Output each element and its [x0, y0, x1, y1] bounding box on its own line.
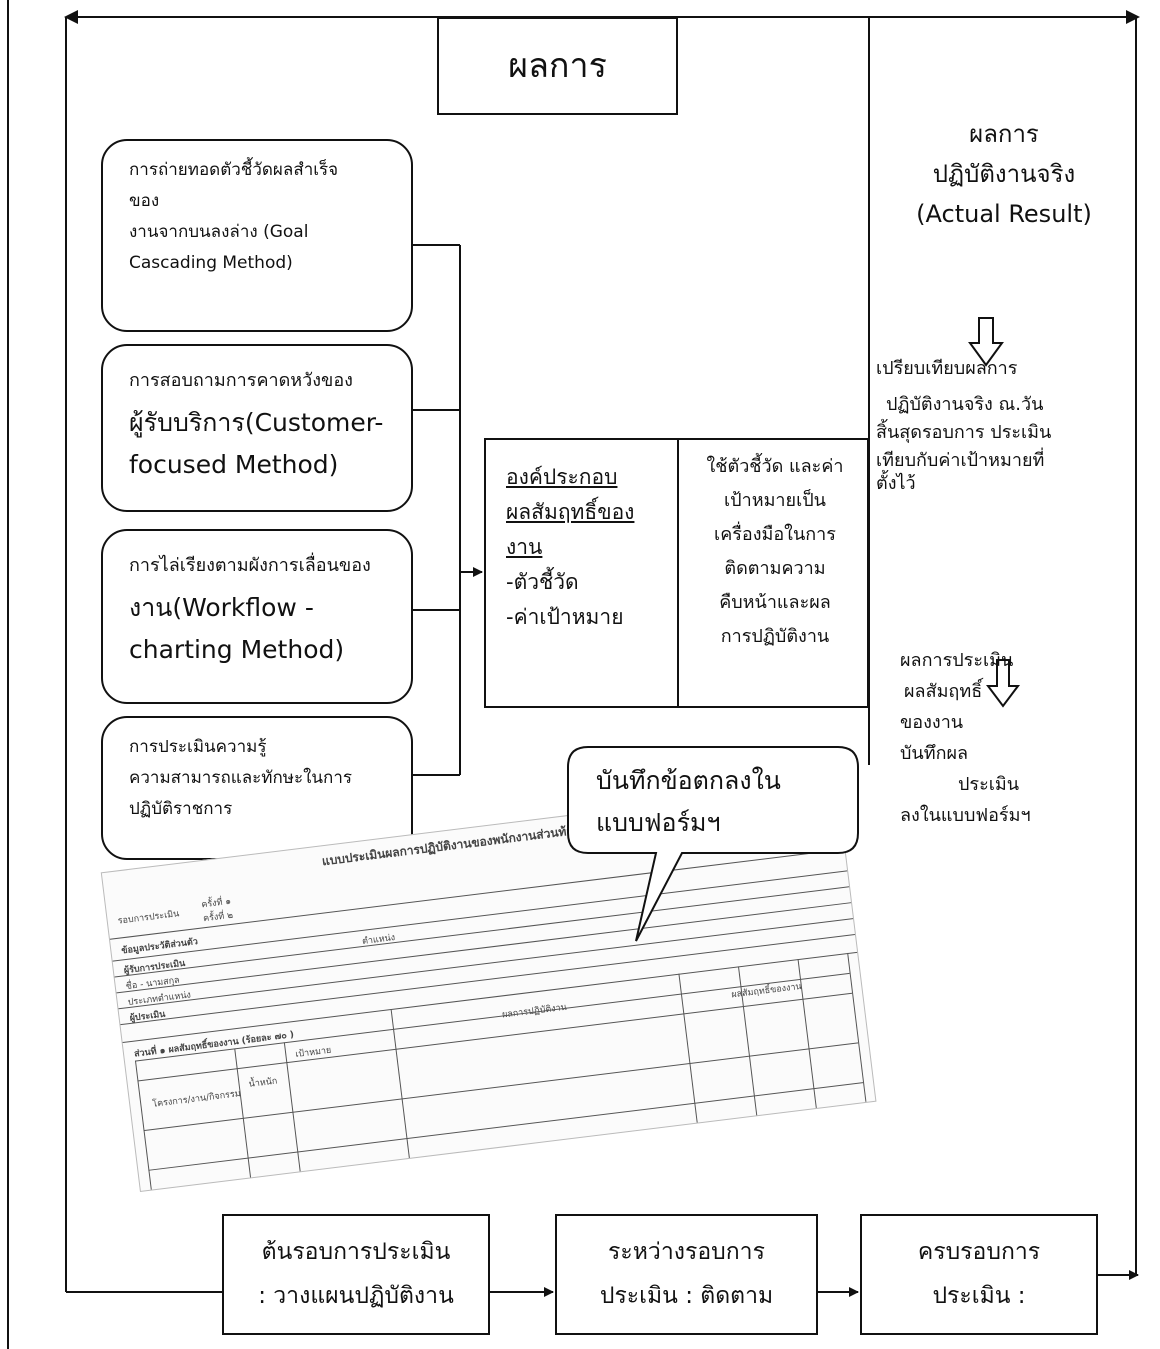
box-line: ผู้รับบริการ(Customer-: [129, 408, 384, 437]
compare-line: ตั้งไว้: [876, 473, 916, 494]
monitor-line: คืบหน้าและผล: [719, 592, 831, 613]
monitor-line: การปฏิบัติงาน: [720, 626, 830, 647]
callout-text: บันทึกข้อตกลงใน แบบฟอร์มฯ: [596, 760, 846, 844]
callout-line: บันทึกข้อตกลงใน: [596, 766, 781, 795]
component-item: -ค่าเป้าหมาย: [506, 605, 624, 629]
stage-line: ต้นรอบการประเมิน: [261, 1239, 451, 1265]
record-line: ผลการประเมิน: [900, 650, 1014, 671]
actual-result-line: (Actual Result): [916, 200, 1092, 228]
form-label: ครั้งที่ ๒: [202, 910, 234, 925]
stage-line: ประเมิน :: [932, 1283, 1026, 1309]
goal-cascading-box: การถ่ายทอดตัวชี้วัดผลสำเร็จ ของ งานจากบน…: [101, 139, 413, 332]
compare-line: เทียบกับค่าเป้าหมายที่: [876, 450, 1045, 471]
monitor-line: เครื่องมือในการ: [714, 524, 836, 545]
down-arrow-icon: [968, 317, 1004, 367]
title-box: ผลการ: [437, 17, 678, 115]
customer-focused-box: การสอบถามการคาดหวังของ ผู้รับบริการ(Cust…: [101, 344, 413, 512]
compare-line: เปรียบเทียบผลการ: [876, 358, 1018, 379]
record-line: ของงาน: [900, 712, 964, 733]
box-line: การถ่ายทอดตัวชี้วัดผลสำเร็จ: [129, 160, 339, 180]
box-line: งานจากบนลงล่าง (Goal: [129, 222, 309, 242]
record-line: ประเมิน: [958, 774, 1020, 795]
box-line: การสอบถามการคาดหวังของ: [129, 370, 353, 391]
monitor-line: ติดตามความ: [724, 558, 826, 579]
actual-result-text: ผลการ ปฏิบัติงานจริง (Actual Result): [875, 114, 1133, 234]
monitor-line: ใช้ตัวชี้วัด และค่า: [706, 456, 844, 477]
stage-line: ประเมิน : ติดตาม: [599, 1283, 774, 1309]
stage-line: : วางแผนปฏิบัติงาน: [258, 1283, 454, 1309]
compare-line: ปฏิบัติงานจริง ณ.วัน: [886, 394, 1044, 415]
component-left: องค์ประกอบ ผลสัมฤทธิ์ของ งาน -ตัวชี้วัด …: [506, 460, 676, 635]
component-item: -ตัวชี้วัด: [506, 570, 579, 594]
compare-line: สิ้นสุดรอบการ ประเมิน: [876, 422, 1052, 443]
stage-line: ระหว่างรอบการ: [608, 1239, 765, 1265]
workflow-charting-box: การไล่เรียงตามผังการเลื่อนของ งาน(Workfl…: [101, 529, 413, 704]
component-box: องค์ประกอบ ผลสัมฤทธิ์ของ งาน -ตัวชี้วัด …: [484, 438, 869, 708]
component-divider: [677, 440, 679, 706]
box-line: ความสามารถและทักษะในการ: [129, 768, 353, 788]
box-line: ของ: [129, 191, 160, 211]
component-heading: องค์ประกอบ: [506, 465, 618, 489]
actual-result-line: ผลการ: [969, 120, 1039, 148]
record-text: ผลการประเมิน ผลสัมฤทธิ์ ของงาน บันทึกผล …: [900, 645, 1100, 831]
box-line: Cascading Method): [129, 253, 293, 273]
compare-text: เปรียบเทียบผลการ ปฏิบัติงานจริง ณ.วัน สิ…: [876, 355, 1136, 493]
box-line: การไล่เรียงตามผังการเลื่อนของ: [129, 555, 371, 576]
stage-line: ครบรอบการ: [917, 1239, 1041, 1265]
box-line: ปฏิบัติราชการ: [129, 799, 233, 819]
stage-monitoring-box: ระหว่างรอบการ ประเมิน : ติดตาม: [555, 1214, 818, 1335]
record-line: ผลสัมฤทธิ์: [904, 681, 983, 702]
title-label: ผลการ: [508, 46, 607, 86]
top-arrow-right-head: [1126, 10, 1140, 24]
callout-bubble: [567, 746, 859, 942]
form-label: รอบการประเมิน: [117, 909, 180, 927]
top-arrow-left-head: [64, 10, 78, 24]
down-arrow-icon: [986, 659, 1020, 708]
callout-line: แบบฟอร์มฯ: [596, 808, 721, 837]
box-line: งาน(Workflow -: [129, 593, 314, 622]
box-line: focused Method): [129, 450, 339, 479]
stage-completion-box: ครบรอบการ ประเมิน :: [860, 1214, 1098, 1335]
record-line: บันทึกผล: [900, 743, 969, 764]
stage-planning-box: ต้นรอบการประเมิน : วางแผนปฏิบัติงาน: [222, 1214, 490, 1335]
form-label: น้ำหนัก: [248, 1076, 278, 1090]
monitor-text: ใช้ตัวชี้วัด และค่า เป้าหมายเป็น เครื่อง…: [684, 450, 866, 654]
record-line: ลงในแบบฟอร์มฯ: [900, 805, 1031, 826]
form-label: โครงการ/งาน/กิจกรรม: [151, 1089, 242, 1110]
competency-box: การประเมินความรู้ ความสามารถและทักษะในกา…: [101, 716, 413, 860]
box-line: charting Method): [129, 635, 345, 664]
component-heading: ผลสัมฤทธิ์ของ: [506, 500, 635, 524]
actual-result-line: ปฏิบัติงานจริง: [932, 160, 1076, 188]
component-heading: งาน: [506, 535, 543, 559]
box-line: การประเมินความรู้: [129, 737, 267, 757]
monitor-line: เป้าหมายเป็น: [724, 490, 826, 511]
